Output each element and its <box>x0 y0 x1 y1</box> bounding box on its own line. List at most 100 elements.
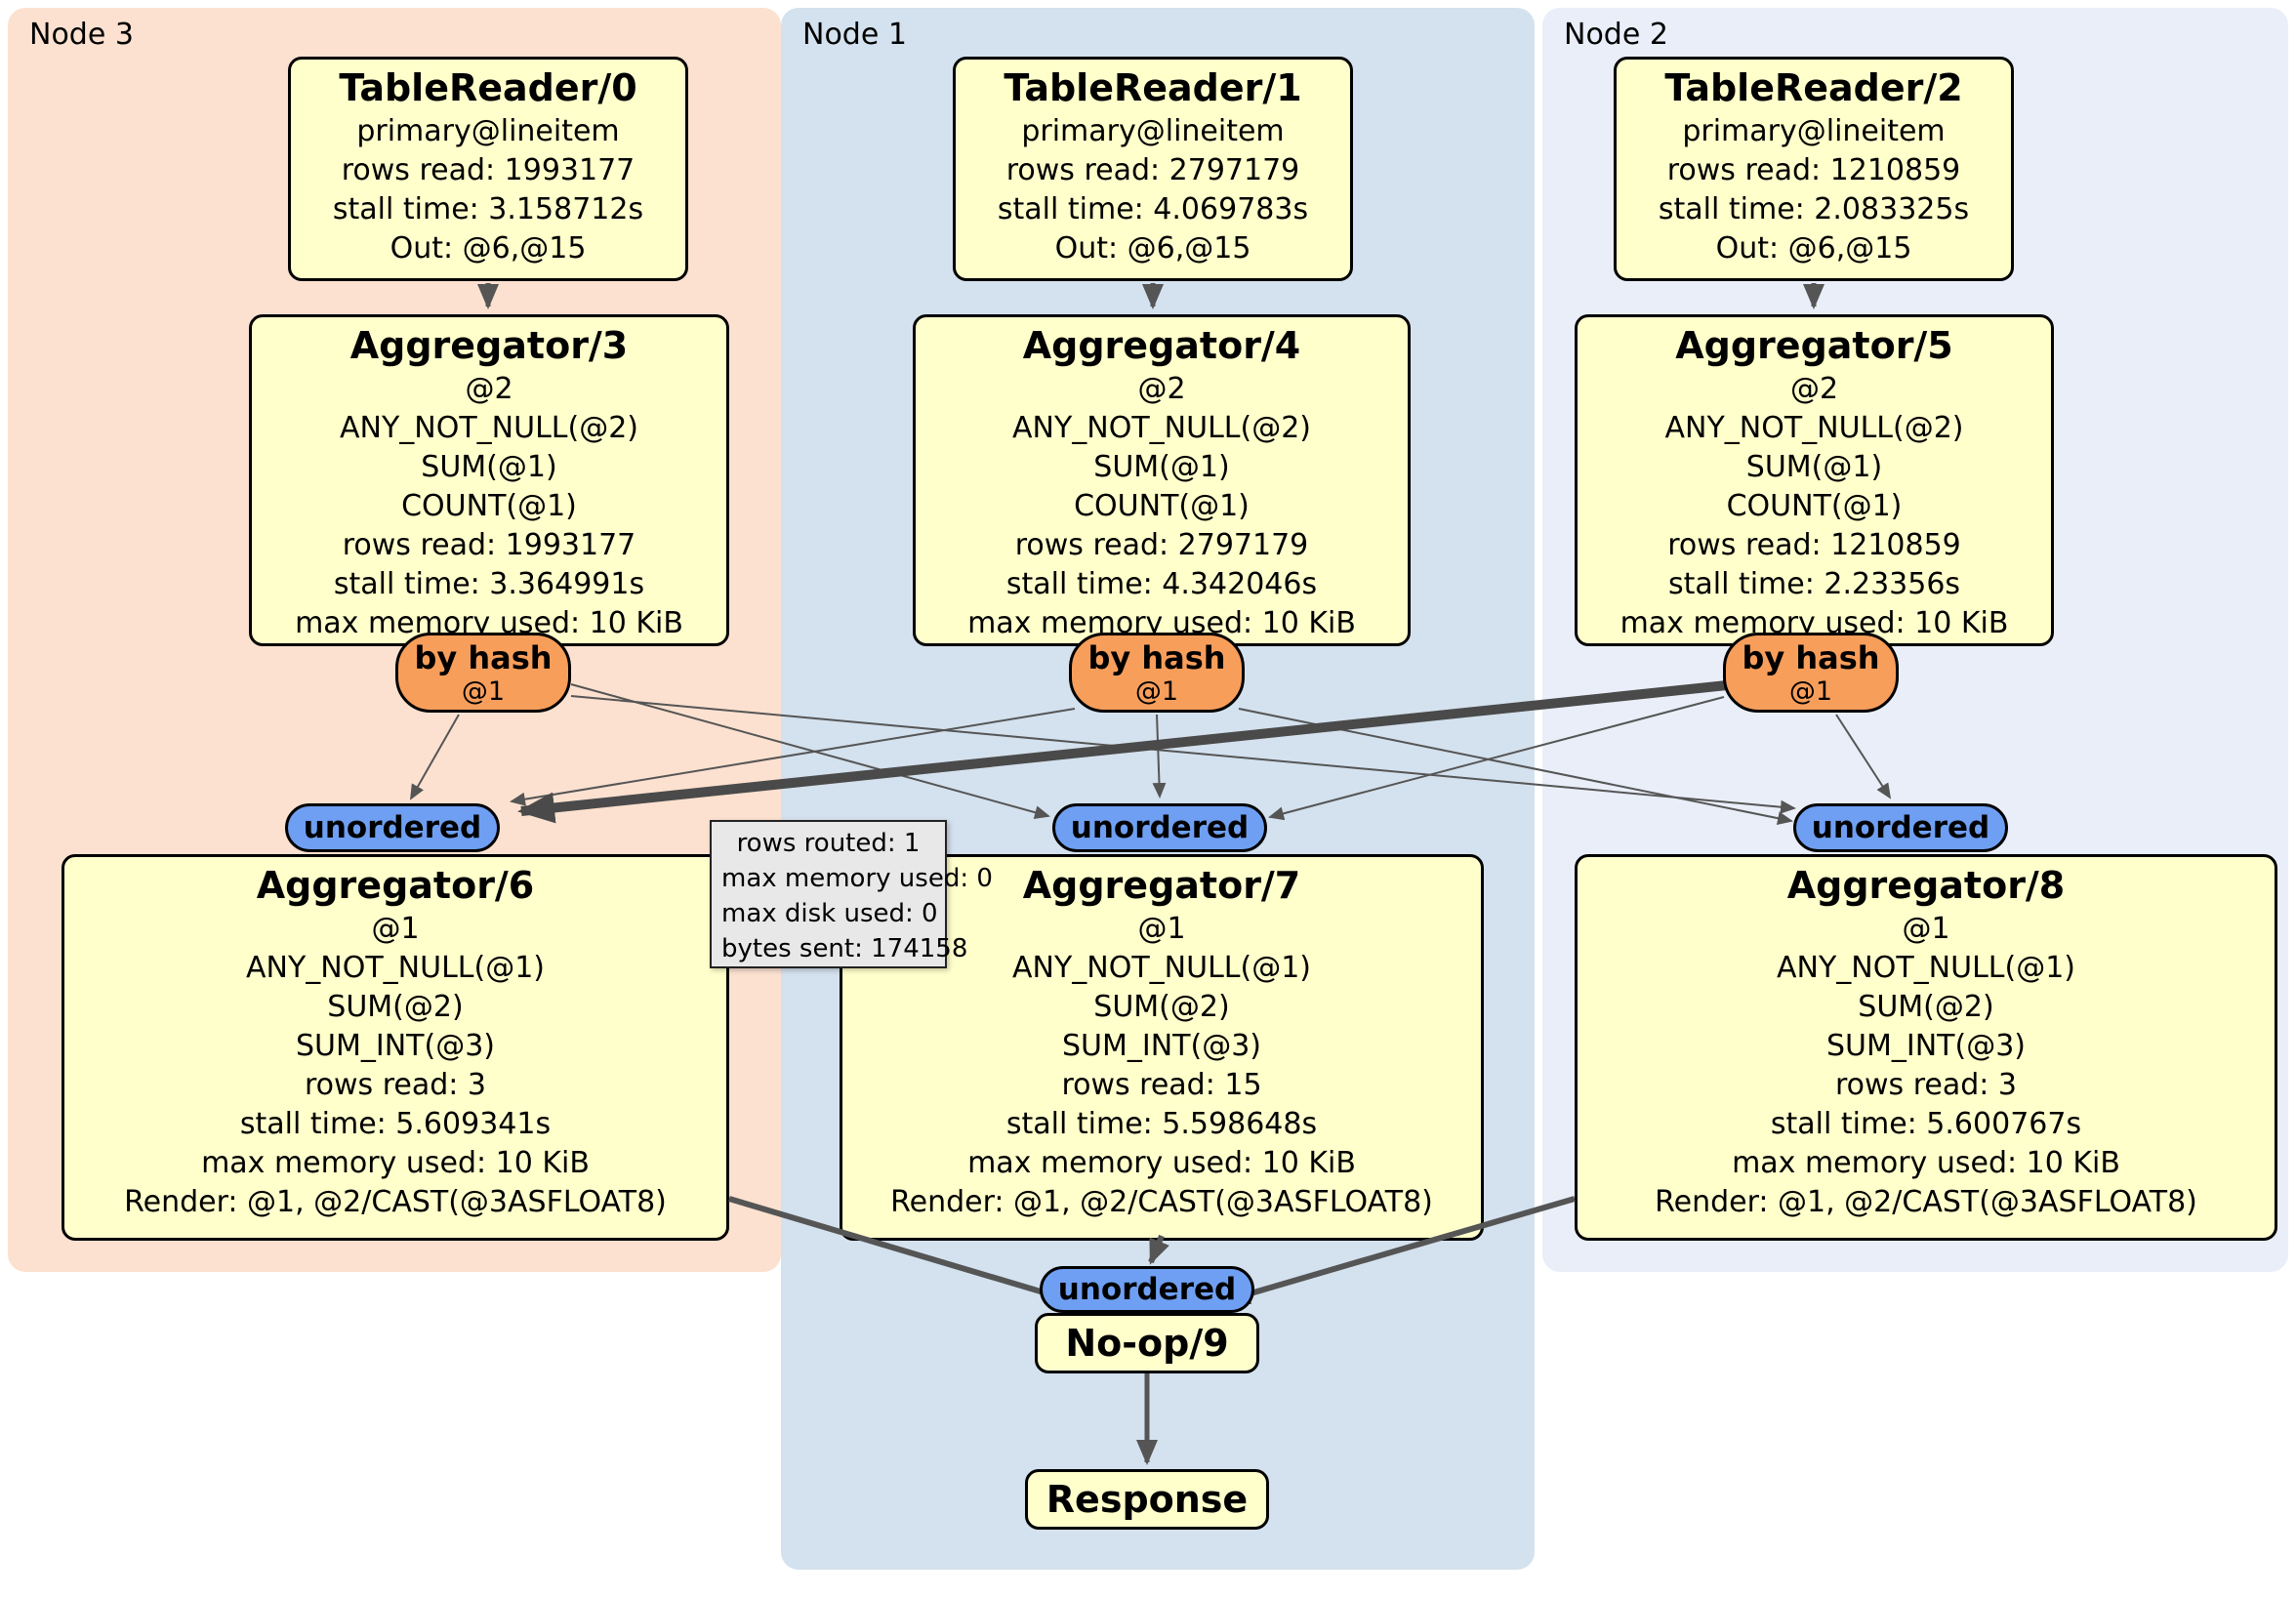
stat-line: Render: @1, @2/CAST(@3ASFLOAT8) <box>124 1185 667 1219</box>
region-node3-label: Node 3 <box>29 18 134 52</box>
processor-aggregator-6[interactable]: Aggregator/6 @1 ANY_NOT_NULL(@1) SUM(@2)… <box>62 854 729 1241</box>
processor-title: No-op/9 <box>1065 1322 1229 1365</box>
stat-line: SUM(@2) <box>1093 990 1230 1024</box>
region-node2-label: Node 2 <box>1564 18 1668 52</box>
stat-line: SUM_INT(@3) <box>296 1029 495 1063</box>
stat-line: COUNT(@1) <box>1726 489 1903 523</box>
stat-line: Out: @6,@15 <box>1054 231 1251 266</box>
processor-aggregator-4[interactable]: Aggregator/4 @2 ANY_NOT_NULL(@2) SUM(@1)… <box>913 314 1411 646</box>
region-node1-label: Node 1 <box>802 18 907 52</box>
sync-unordered-final[interactable]: unordered <box>1040 1266 1254 1313</box>
stat-line: stall time: 5.598648s <box>1005 1107 1318 1141</box>
stat-line: Out: @6,@15 <box>390 231 587 266</box>
stat-line: primary@lineitem <box>356 114 620 148</box>
processor-title: Response <box>1046 1478 1249 1521</box>
stat-line: ANY_NOT_NULL(@1) <box>246 951 545 985</box>
processor-tablereader-1[interactable]: TableReader/1 primary@lineitem rows read… <box>953 57 1353 281</box>
stat-line: max memory used: 10 KiB <box>201 1146 590 1180</box>
processor-title: TableReader/1 <box>1004 66 1302 109</box>
stat-line: stall time: 5.609341s <box>239 1107 552 1141</box>
processor-response[interactable]: Response <box>1025 1469 1269 1530</box>
stat-line: SUM(@1) <box>1093 450 1230 484</box>
stat-line: stall time: 5.600767s <box>1770 1107 2082 1141</box>
stat-line: SUM(@1) <box>1745 450 1883 484</box>
router-label: by hash <box>414 639 553 676</box>
sync-label: unordered <box>303 810 482 845</box>
sync-label: unordered <box>1070 810 1250 845</box>
stat-line: ANY_NOT_NULL(@2) <box>1012 411 1311 445</box>
sync-unordered-node1[interactable]: unordered <box>1052 803 1267 852</box>
stat-line: stall time: 4.069783s <box>997 192 1309 226</box>
router-expr: @1 <box>1788 676 1833 707</box>
processor-aggregator-7[interactable]: Aggregator/7 @1 ANY_NOT_NULL(@1) SUM(@2)… <box>840 854 1484 1241</box>
stat-line: ANY_NOT_NULL(@1) <box>1012 951 1311 985</box>
stat-line: SUM(@2) <box>1858 990 1994 1024</box>
stat-line: SUM(@1) <box>421 450 557 484</box>
stat-line: SUM(@2) <box>327 990 464 1024</box>
stat-line: @2 <box>465 372 513 406</box>
processor-title: TableReader/2 <box>1664 66 1963 109</box>
stat-line: Out: @6,@15 <box>1715 231 1912 266</box>
stat-line: COUNT(@1) <box>1074 489 1250 523</box>
stat-line: rows read: 3 <box>304 1068 487 1102</box>
router-expr: @1 <box>1134 676 1179 707</box>
stat-line: stall time: 3.158712s <box>332 192 644 226</box>
stat-line: Render: @1, @2/CAST(@3ASFLOAT8) <box>1655 1185 2197 1219</box>
processor-aggregator-5[interactable]: Aggregator/5 @2 ANY_NOT_NULL(@2) SUM(@1)… <box>1575 314 2054 646</box>
stat-line: stall time: 2.23356s <box>1667 567 1961 601</box>
stat-line: rows read: 1210859 <box>1667 528 1961 562</box>
stat-line: stall time: 3.364991s <box>333 567 645 601</box>
stat-line: primary@lineitem <box>1021 114 1285 148</box>
processor-aggregator-3[interactable]: Aggregator/3 @2 ANY_NOT_NULL(@2) SUM(@1)… <box>249 314 729 646</box>
processor-title: Aggregator/5 <box>1675 324 1953 367</box>
sync-unordered-node2[interactable]: unordered <box>1793 803 2008 852</box>
stat-line: Render: @1, @2/CAST(@3ASFLOAT8) <box>890 1185 1433 1219</box>
processor-title: Aggregator/8 <box>1786 864 2066 907</box>
stat-line: SUM_INT(@3) <box>1826 1029 2026 1063</box>
edge-stats-tooltip: rows routed: 1 max memory used: 0 max di… <box>710 820 993 968</box>
stat-line: stall time: 4.342046s <box>1005 567 1318 601</box>
stat-line: rows read: 2797179 <box>1014 528 1309 562</box>
stat-line: max memory used: 10 KiB <box>967 1146 1356 1180</box>
processor-title: Aggregator/6 <box>256 864 535 907</box>
stat-line: SUM_INT(@3) <box>1062 1029 1261 1063</box>
stat-line: @1 <box>1902 912 1950 946</box>
processor-title: Aggregator/4 <box>1022 324 1301 367</box>
stat-line: primary@lineitem <box>1682 114 1946 148</box>
sync-label: unordered <box>1057 1272 1237 1307</box>
router-label: by hash <box>1742 639 1880 676</box>
stat-line: rows read: 1210859 <box>1666 153 1961 187</box>
processor-aggregator-8[interactable]: Aggregator/8 @1 ANY_NOT_NULL(@1) SUM(@2)… <box>1575 854 2277 1241</box>
processor-tablereader-0[interactable]: TableReader/0 primary@lineitem rows read… <box>288 57 688 281</box>
stat-line: max memory used: 10 KiB <box>1732 1146 2120 1180</box>
stat-line: ANY_NOT_NULL(@1) <box>1777 951 2075 985</box>
processor-title: TableReader/0 <box>339 66 637 109</box>
sync-label: unordered <box>1811 810 1990 845</box>
tooltip-line: rows routed: 1 <box>736 829 921 858</box>
stat-line: @1 <box>371 912 420 946</box>
stat-line: rows read: 3 <box>1834 1068 2018 1102</box>
stat-line: @2 <box>1789 372 1839 406</box>
stat-line: @2 <box>1137 372 1186 406</box>
stat-line: ANY_NOT_NULL(@2) <box>340 411 638 445</box>
tooltip-line: bytes sent: 174158 <box>721 934 968 963</box>
processor-tablereader-2[interactable]: TableReader/2 primary@lineitem rows read… <box>1614 57 2014 281</box>
stat-line: rows read: 1993177 <box>342 528 636 562</box>
processor-title: Aggregator/3 <box>349 324 629 367</box>
router-by-hash-node1[interactable]: by hash @1 <box>1069 633 1245 713</box>
stat-line: @1 <box>1137 912 1186 946</box>
stat-line: ANY_NOT_NULL(@2) <box>1664 411 1964 445</box>
stat-line: rows read: 15 <box>1061 1068 1262 1102</box>
tooltip-line: max memory used: 0 <box>721 864 993 893</box>
stat-line: rows read: 2797179 <box>1005 153 1300 187</box>
router-expr: @1 <box>461 676 506 707</box>
stat-line: COUNT(@1) <box>401 489 577 523</box>
router-label: by hash <box>1087 639 1226 676</box>
stat-line: rows read: 1993177 <box>341 153 636 187</box>
stat-line: stall time: 2.083325s <box>1658 192 1970 226</box>
processor-noop-9[interactable]: No-op/9 <box>1035 1313 1259 1373</box>
sync-unordered-node3[interactable]: unordered <box>285 803 500 852</box>
tooltip-line: max disk used: 0 <box>721 899 938 928</box>
router-by-hash-node3[interactable]: by hash @1 <box>395 633 571 713</box>
router-by-hash-node2[interactable]: by hash @1 <box>1723 633 1899 713</box>
